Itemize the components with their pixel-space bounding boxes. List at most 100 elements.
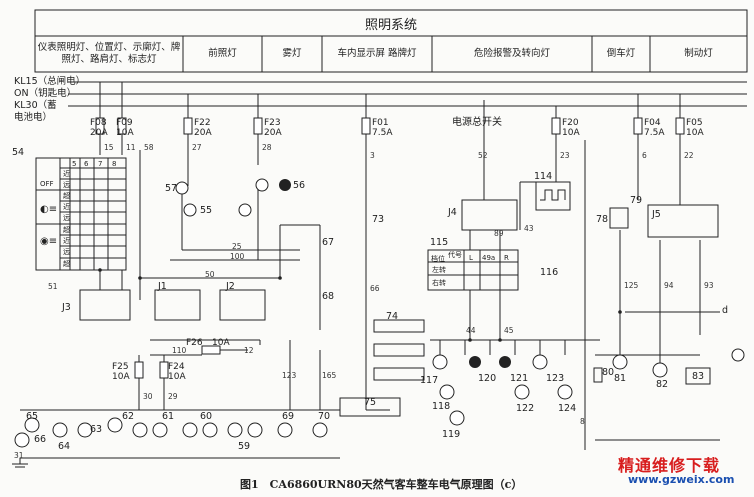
label-61: 61 xyxy=(162,411,175,422)
wire-44: 44 xyxy=(466,326,476,335)
power-master-switch-label: 电源总开关 xyxy=(452,117,502,128)
wire-93: 93 xyxy=(704,281,714,290)
label-117: 117 xyxy=(420,375,439,386)
header-col-hazard-turn: 危险报警及转向灯 xyxy=(473,48,550,59)
label-121: 121 xyxy=(510,373,529,384)
relay-j3 xyxy=(79,289,131,321)
header-col-interior-display: 车内显示屏 路牌灯 xyxy=(337,48,417,59)
lamp-64 xyxy=(52,422,68,438)
fuse-rating-f23: 20A xyxy=(264,128,282,138)
fuse-label-f22: F22 xyxy=(194,118,211,128)
fuse-rating-f25: 10A xyxy=(112,372,130,382)
fuse-label-f08: F08 xyxy=(90,118,107,128)
fuse-rating-f08: 20A xyxy=(90,128,108,138)
wire-29: 29 xyxy=(168,392,178,401)
label-120: 120 xyxy=(478,373,497,384)
lamp-121 xyxy=(499,356,511,368)
label-119: 119 xyxy=(442,429,461,440)
wire-23: 23 xyxy=(560,151,570,160)
label-115: 115 xyxy=(430,237,449,248)
wire-94: 94 xyxy=(664,281,674,290)
switch-row-near-1: 近 xyxy=(63,170,70,178)
fuse-rating-f01: 7.5A xyxy=(372,128,393,138)
wire-6: 6 xyxy=(642,151,647,160)
fuse-label-f20: F20 xyxy=(562,118,579,128)
light-74b xyxy=(373,343,425,357)
flasher-114 xyxy=(535,181,571,211)
header-frame xyxy=(34,9,748,73)
turn-row-right: 右转 xyxy=(432,279,446,287)
reverse-switch-79 xyxy=(609,207,629,229)
fuse-rating-f20: 10A xyxy=(562,128,580,138)
wire-27: 27 xyxy=(192,143,202,152)
fuse-rating-f05: 10A xyxy=(686,128,704,138)
fuse-f05 xyxy=(675,117,685,135)
label-81: 81 xyxy=(614,373,627,384)
wire-11: 11 xyxy=(126,143,136,152)
switch-row-far-3: 远 xyxy=(63,248,70,256)
label-59: 59 xyxy=(238,441,251,452)
label-69: 69 xyxy=(282,411,295,422)
wire-123: 123 xyxy=(282,371,297,380)
wire-3: 3 xyxy=(370,151,375,160)
turn-row-left: 左转 xyxy=(432,266,446,274)
label-75: 75 xyxy=(364,397,377,408)
watermark-brand: 精通维修下载 xyxy=(618,456,721,475)
switch-row-off: OFF xyxy=(40,180,54,188)
fuse-f20 xyxy=(551,117,561,135)
switch-col-8: 8 xyxy=(112,160,117,168)
wire-165: 165 xyxy=(322,371,337,380)
lamp-82 xyxy=(652,362,668,378)
label-55a: 55 xyxy=(200,205,213,216)
fuse-label-f04: F04 xyxy=(644,118,661,128)
label-j5: J5 xyxy=(652,209,661,220)
label-123: 123 xyxy=(546,373,565,384)
switch-col-7: 7 xyxy=(98,160,103,168)
lamp-61a xyxy=(132,422,148,438)
turn-table-l: L xyxy=(469,254,473,262)
lamp-group-75 xyxy=(339,397,401,417)
fuse-rating-f04: 7.5A xyxy=(644,128,665,138)
wire-30: 30 xyxy=(143,392,153,401)
switch-col-6: 6 xyxy=(84,160,89,168)
label-56: 56 xyxy=(293,180,306,191)
lamp-69 xyxy=(277,422,293,438)
header-col-brake: 制动灯 xyxy=(684,48,713,59)
lamp-60b xyxy=(202,422,218,438)
relay-j5 xyxy=(647,204,719,238)
label-64: 64 xyxy=(58,441,71,452)
label-74: 74 xyxy=(386,311,399,322)
headlight-icon: ◉≡ xyxy=(40,236,58,247)
wire-100: 100 xyxy=(230,252,245,261)
wire-110: 110 xyxy=(172,346,187,355)
light-74c xyxy=(373,367,425,381)
bus-label-kl30: KL30（蓄 xyxy=(14,100,57,111)
label-63: 63 xyxy=(90,424,103,435)
fuse-rating-f26: 10A xyxy=(212,338,230,348)
label-80: 80 xyxy=(602,367,615,378)
relay-j1 xyxy=(154,289,201,321)
fuse-f25 xyxy=(134,361,144,379)
label-73: 73 xyxy=(372,214,385,225)
lamp-63 xyxy=(77,422,93,438)
label-124: 124 xyxy=(558,403,577,414)
wire-28: 28 xyxy=(262,143,272,152)
lamp-55b xyxy=(238,203,252,217)
label-116: 116 xyxy=(540,267,559,278)
label-57a: 57 xyxy=(165,183,178,194)
label-j3: J3 xyxy=(62,302,71,313)
fuse-label-f01: F01 xyxy=(372,118,389,128)
light-switch-table-54 xyxy=(35,157,127,271)
label-62: 62 xyxy=(122,411,135,422)
wire-58: 58 xyxy=(144,143,154,152)
header-title: 照明系统 xyxy=(364,17,417,33)
turn-table-code: 代号 xyxy=(448,251,462,259)
wire-66: 66 xyxy=(370,284,380,293)
label-82: 82 xyxy=(656,379,669,390)
wire-25: 25 xyxy=(232,242,242,251)
turn-table-49a: 49a xyxy=(482,254,496,262)
fuse-f01 xyxy=(361,117,371,135)
lamp-57b xyxy=(255,178,269,192)
lamp-65 xyxy=(24,417,40,433)
